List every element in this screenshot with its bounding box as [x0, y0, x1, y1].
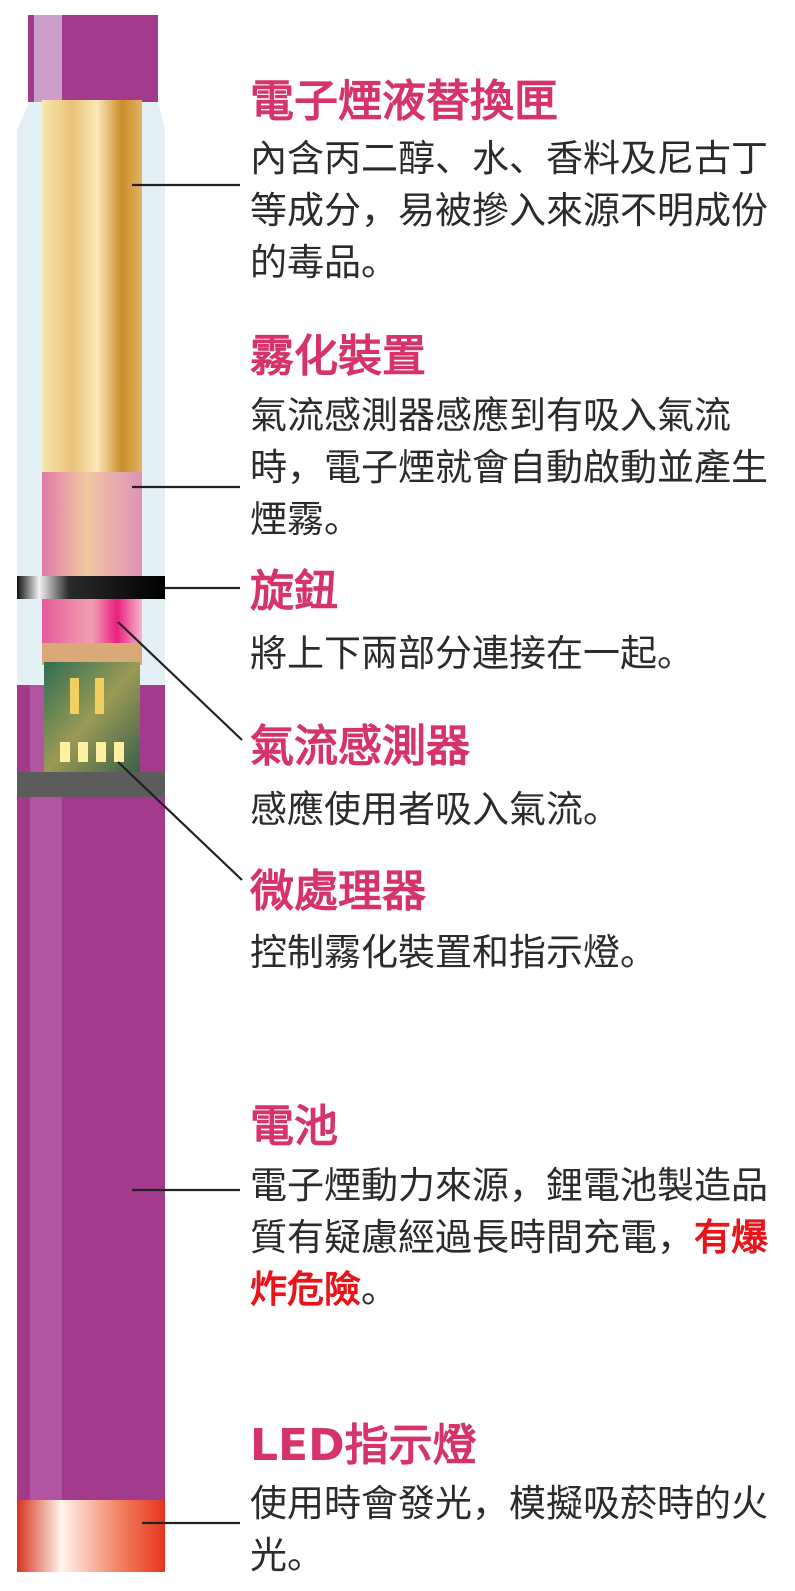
battery-title: 電池 — [250, 1101, 338, 1152]
chip-contact — [60, 742, 70, 762]
led-title: LED指示燈 — [250, 1420, 477, 1471]
chip-contact — [78, 742, 88, 762]
mouthpiece-cap-highlight — [34, 15, 62, 102]
microprocessor-description: 控制霧化裝置和指示燈。 — [250, 931, 657, 974]
atomizer-description: 氣流感測器感應到有吸入氣流時，電子煙就會自動啟動並產生煙霧。 — [250, 394, 768, 541]
chip-pin — [95, 678, 104, 714]
battery-highlight — [30, 685, 62, 1500]
sensor-base — [42, 643, 142, 665]
explosion-warning: 有爆炸危險 — [250, 1216, 768, 1311]
leader-line-airflow-sensor — [117, 621, 243, 741]
chip-contact — [96, 742, 106, 762]
led-tip — [17, 1500, 165, 1572]
atomizer-band — [42, 472, 142, 577]
knob-description: 將上下兩部分連接在一起。 — [250, 632, 694, 675]
leader-line-microprocessor — [117, 761, 243, 881]
atomizer-title: 霧化裝置 — [250, 331, 426, 382]
airflow-sensor-description: 感應使用者吸入氣流。 — [250, 788, 620, 831]
battery-description-end: 。 — [361, 1268, 398, 1311]
led-description: 使用時會發光，模擬吸菸時的火光。 — [250, 1482, 768, 1577]
knob-title: 旋鈕 — [250, 566, 338, 617]
cartridge-description: 內含丙二醇、水、香料及尼古丁等成分，易被摻入來源不明成份的毒品。 — [250, 137, 768, 284]
battery-description: 電子煙動力來源，鋰電池製造品質有疑慮經過長時間充電，有爆炸危險。 — [250, 1160, 790, 1316]
chip-pin — [70, 678, 79, 714]
microprocessor-chip — [44, 662, 140, 772]
chip-contact — [114, 742, 124, 762]
microprocessor-title: 微處理器 — [250, 866, 426, 917]
knob-ring — [17, 576, 165, 599]
cartridge-title: 電子煙液替換匣 — [250, 76, 558, 127]
liquid-cartridge-core — [42, 100, 142, 472]
airflow-sensor-band — [42, 599, 142, 643]
battery-description-text: 電子煙動力來源，鋰電池製造品質有疑慮經過長時間充電， — [250, 1164, 768, 1259]
airflow-sensor-title: 氣流感測器 — [250, 721, 470, 772]
